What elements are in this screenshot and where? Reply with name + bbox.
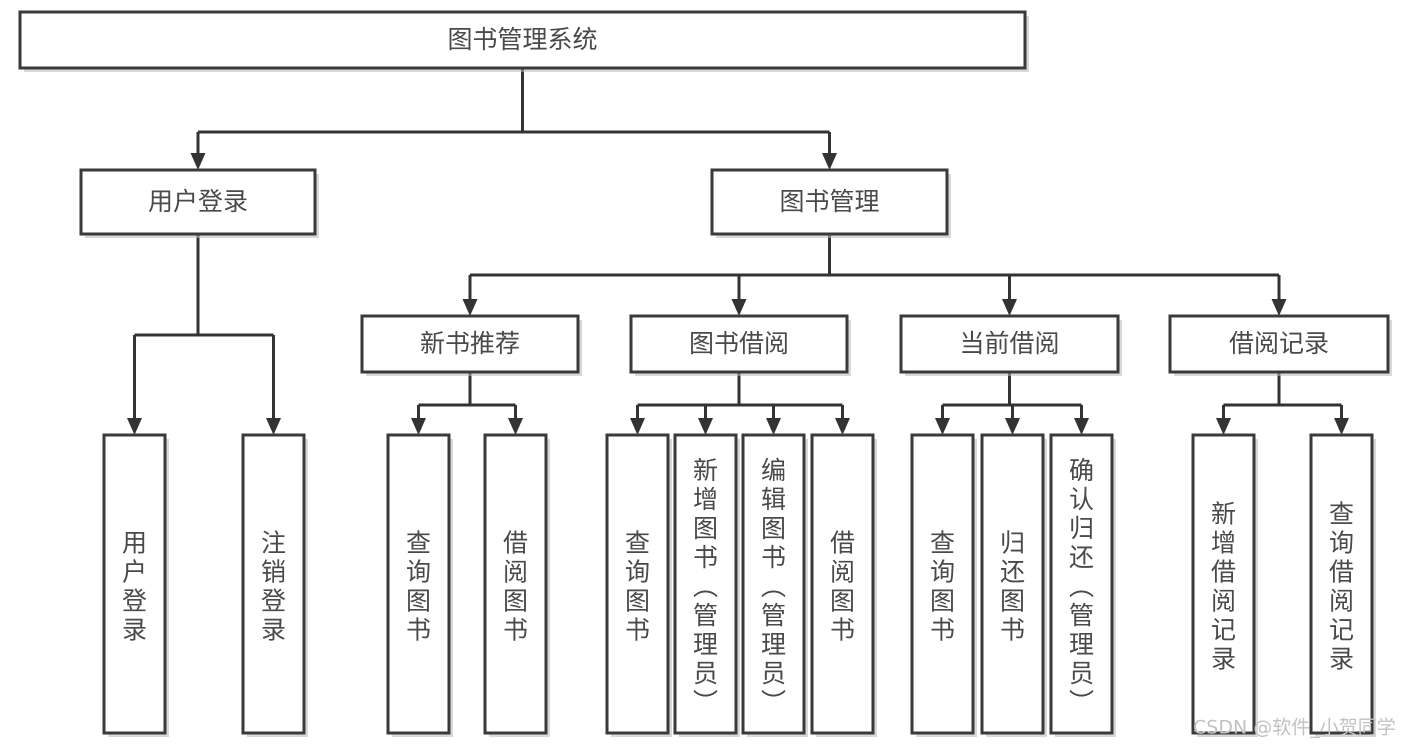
csdn-watermark: CSDN @软件_小贺同学 — [1193, 717, 1396, 739]
node-box-leaf-borrow-book-rec[interactable] — [483, 433, 548, 735]
node-borrow-record[interactable]: 借阅记录 — [1168, 314, 1392, 376]
node-label-new-book-rec: 新书推荐 — [420, 329, 520, 358]
node-label-root: 图书管理系统 — [447, 25, 597, 54]
node-box-current-borrow[interactable] — [899, 314, 1120, 374]
node-label-leaf-add-record: 新增借阅记录 — [1211, 500, 1236, 674]
node-box-new-book-rec[interactable] — [360, 314, 580, 374]
node-leaf-borrow-book-rec[interactable]: 借阅图书 — [483, 433, 550, 737]
node-leaf-query-book-cur[interactable]: 查询图书 — [910, 433, 977, 737]
node-user-login[interactable]: 用户登录 — [79, 168, 319, 238]
node-label-user-login: 用户登录 — [148, 187, 248, 216]
node-leaf-add-record[interactable]: 新增借阅记录 — [1191, 433, 1258, 737]
node-label-borrow-record: 借阅记录 — [1229, 329, 1329, 358]
node-box-leaf-query-book-cur[interactable] — [910, 433, 975, 735]
node-label-leaf-borrow-book-rec: 借阅图书 — [503, 529, 528, 645]
node-new-book-rec[interactable]: 新书推荐 — [360, 314, 582, 376]
node-label-current-borrow: 当前借阅 — [959, 329, 1059, 358]
node-box-leaf-user-login[interactable] — [102, 433, 167, 735]
node-leaf-query-record[interactable]: 查询借阅记录 — [1309, 433, 1376, 737]
node-current-borrow[interactable]: 当前借阅 — [899, 314, 1122, 376]
node-book-manage[interactable]: 图书管理 — [710, 168, 951, 238]
node-box-leaf-confirm-return[interactable] — [1049, 433, 1114, 735]
node-leaf-edit-book[interactable]: 编辑图书︵管理员︶ — [741, 433, 808, 737]
node-box-leaf-return-book[interactable] — [980, 433, 1045, 735]
node-leaf-query-book[interactable]: 查询图书 — [605, 433, 672, 737]
node-label-leaf-query-book-rec: 查询图书 — [406, 529, 431, 645]
node-label-leaf-user-login: 用户登录 — [122, 529, 147, 645]
node-box-book-borrow[interactable] — [629, 314, 849, 374]
node-box-borrow-record[interactable] — [1168, 314, 1390, 374]
node-label-book-borrow: 图书借阅 — [689, 329, 789, 358]
node-box-leaf-add-record[interactable] — [1191, 433, 1256, 735]
node-label-leaf-return-book: 归还图书 — [1000, 529, 1025, 645]
node-leaf-return-book[interactable]: 归还图书 — [980, 433, 1047, 737]
node-book-borrow[interactable]: 图书借阅 — [629, 314, 851, 376]
node-box-leaf-query-book[interactable] — [605, 433, 670, 735]
node-label-leaf-add-book: 新增图书︵管理员︶ — [693, 456, 718, 717]
node-label-book-manage: 图书管理 — [779, 187, 879, 216]
node-box-user-login[interactable] — [79, 168, 317, 236]
node-box-root[interactable] — [18, 10, 1027, 70]
node-leaf-query-book-rec[interactable]: 查询图书 — [386, 433, 453, 737]
node-label-leaf-user-logout: 注销登录 — [261, 529, 286, 645]
node-label-leaf-edit-book: 编辑图书︵管理员︶ — [761, 456, 786, 717]
node-box-leaf-user-logout[interactable] — [241, 433, 306, 735]
node-label-leaf-borrow-book: 借阅图书 — [830, 529, 855, 645]
node-label-leaf-query-book: 查询图书 — [625, 529, 650, 645]
node-box-leaf-borrow-book[interactable] — [810, 433, 875, 735]
node-leaf-borrow-book[interactable]: 借阅图书 — [810, 433, 877, 737]
node-root[interactable]: 图书管理系统 — [18, 10, 1029, 72]
node-label-leaf-query-book-cur: 查询图书 — [930, 529, 955, 645]
node-box-leaf-add-book[interactable] — [673, 433, 738, 735]
node-leaf-user-login[interactable]: 用户登录 — [102, 433, 169, 737]
node-label-leaf-query-record: 查询借阅记录 — [1329, 500, 1354, 674]
node-label-leaf-confirm-return: 确认归还︵管理员︶ — [1069, 456, 1094, 717]
nodes-layer: 图书管理系统用户登录图书管理新书推荐图书借阅当前借阅借阅记录用户登录注销登录查询… — [18, 10, 1392, 737]
connectors-layer — [127, 68, 1349, 435]
node-box-leaf-query-book-rec[interactable] — [386, 433, 451, 735]
node-leaf-confirm-return[interactable]: 确认归还︵管理员︶ — [1049, 433, 1116, 737]
node-leaf-user-logout[interactable]: 注销登录 — [241, 433, 308, 737]
node-leaf-add-book[interactable]: 新增图书︵管理员︶ — [673, 433, 740, 737]
node-box-leaf-edit-book[interactable] — [741, 433, 806, 735]
node-box-leaf-query-record[interactable] — [1309, 433, 1374, 735]
node-box-book-manage[interactable] — [710, 168, 949, 236]
